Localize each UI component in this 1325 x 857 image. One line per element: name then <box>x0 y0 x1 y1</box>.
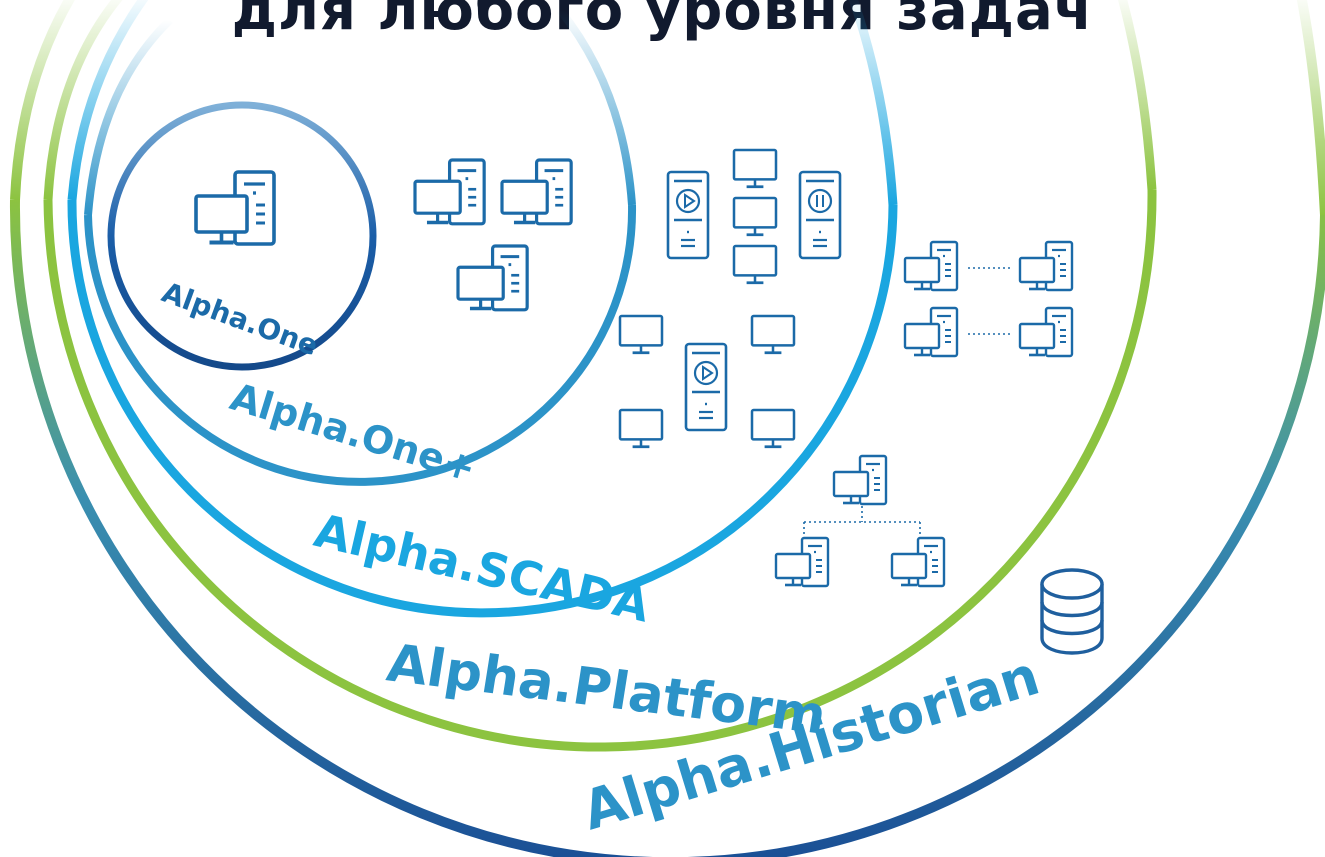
monitor-icon <box>618 314 664 355</box>
monitor-icon <box>732 148 778 189</box>
server-play-icon <box>684 342 728 432</box>
page-title: для любого уровня задач <box>231 0 1094 43</box>
ring-one <box>107 101 377 371</box>
computer-with-tower-icon <box>832 454 888 506</box>
label-alpha-oneplus: Alpha.One+ <box>225 375 481 491</box>
tree-connector <box>803 506 921 538</box>
server-pause-icon <box>798 170 842 260</box>
computer-with-tower-icon <box>903 306 959 358</box>
computer-with-tower-icon <box>890 536 946 588</box>
computer-with-tower-icon <box>774 536 830 588</box>
computer-with-tower-icon <box>194 170 276 246</box>
computer-with-tower-icon <box>413 158 486 226</box>
monitor-icon <box>618 408 664 449</box>
ring-historian <box>9 0 1325 857</box>
monitor-icon <box>732 196 778 237</box>
database-icon <box>1040 568 1104 655</box>
monitor-icon <box>732 244 778 285</box>
computer-with-tower-icon <box>500 158 573 226</box>
computer-with-tower-icon <box>456 244 529 312</box>
computer-with-tower-icon <box>1018 306 1074 358</box>
ring-oneplus <box>84 7 637 487</box>
computer-with-tower-icon <box>903 240 959 292</box>
monitor-icon <box>750 314 796 355</box>
ring-platform <box>43 0 1157 752</box>
monitor-icon <box>750 408 796 449</box>
computer-with-tower-icon <box>1018 240 1074 292</box>
ring-scada <box>67 0 898 618</box>
server-play-icon <box>666 170 710 260</box>
